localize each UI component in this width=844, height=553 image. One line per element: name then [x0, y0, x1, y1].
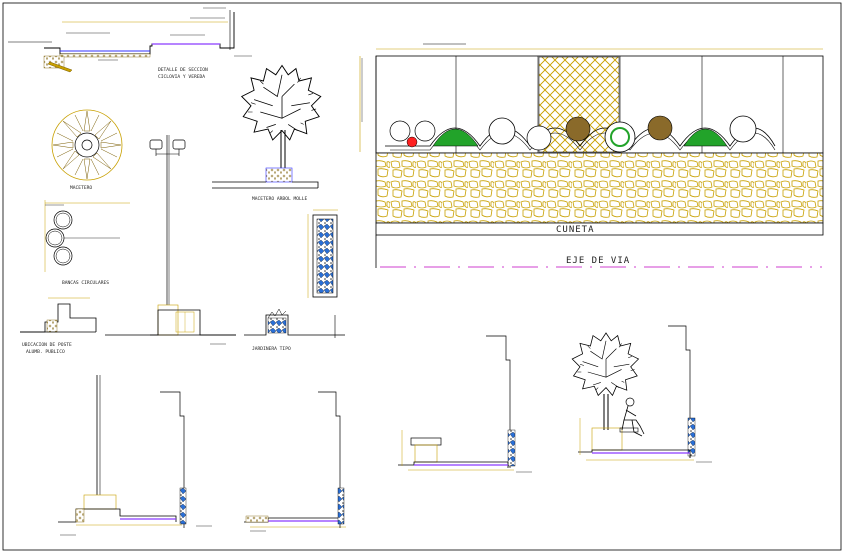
planter-label: MACETERO — [70, 185, 92, 191]
bench-circles-icon — [44, 200, 130, 272]
cuneta-label: CUNETA — [556, 225, 595, 235]
elevation-tree-bench-section — [571, 325, 712, 463]
seated-person-icon — [619, 397, 645, 437]
elevation-lamp-section — [58, 375, 212, 536]
post-label-line2: ALUMB. PUBLICO — [26, 349, 65, 355]
tree-icon — [212, 65, 322, 189]
jardinera-label: JARDINERA TIPO — [252, 346, 291, 352]
elevation-jardinera-section — [244, 391, 346, 532]
tree-planter-label: MACETERO ARBOL MOLLE — [252, 196, 308, 202]
jardinera-detail — [244, 308, 345, 338]
street-plan-view: CUNETA EJE DE VIA — [359, 43, 824, 268]
planter-elevation — [307, 209, 338, 298]
section-title-line1: DETALLE DE SECCION — [158, 67, 208, 73]
post-location-detail — [20, 297, 97, 333]
lamp-post-icon — [105, 135, 236, 345]
eje-de-via-label: EJE DE VIA — [566, 256, 630, 266]
planter-top-icon — [51, 109, 123, 181]
post-label-line1: UBICACION DE POSTE — [22, 342, 72, 348]
section-ciclovia-detail: DETALLE DE SECCION CICLOVIA Y VEREDA — [8, 7, 252, 80]
section-title-line2: CICLOVIA Y VEREDA — [158, 74, 205, 80]
elevation-bench-section — [398, 335, 532, 473]
benches-label: BANCAS CIRCULARES — [62, 280, 109, 286]
